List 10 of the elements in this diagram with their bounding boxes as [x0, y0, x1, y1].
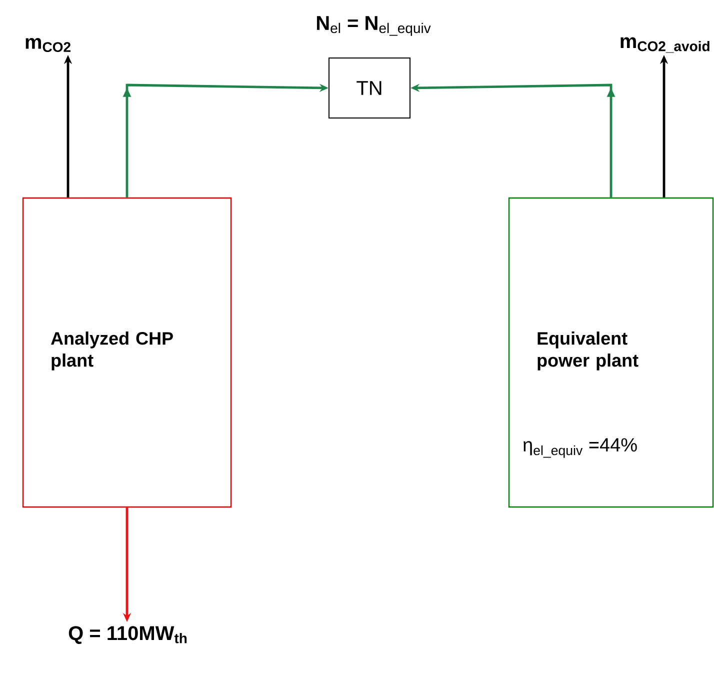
efficiency-label: η$_{el_equiv}$ =44% — [524, 438, 637, 458]
tn-box: TN — [328, 58, 410, 118]
flow-label: m$_{CO2_avoid}$ — [620, 37, 710, 53]
plant-label: Equivalent power plant — [538, 332, 638, 370]
plant-box — [22, 197, 232, 508]
plant-label: Analyzed CHP plant — [51, 332, 173, 370]
flow-label: Q = 110MW$_{th}$ — [68, 626, 187, 644]
flow-label: m$_{CO2}$ — [26, 38, 70, 52]
power-equation: N$_{el}$ = N$_{el_equiv}$ — [316, 16, 431, 36]
plant-box — [508, 197, 714, 508]
